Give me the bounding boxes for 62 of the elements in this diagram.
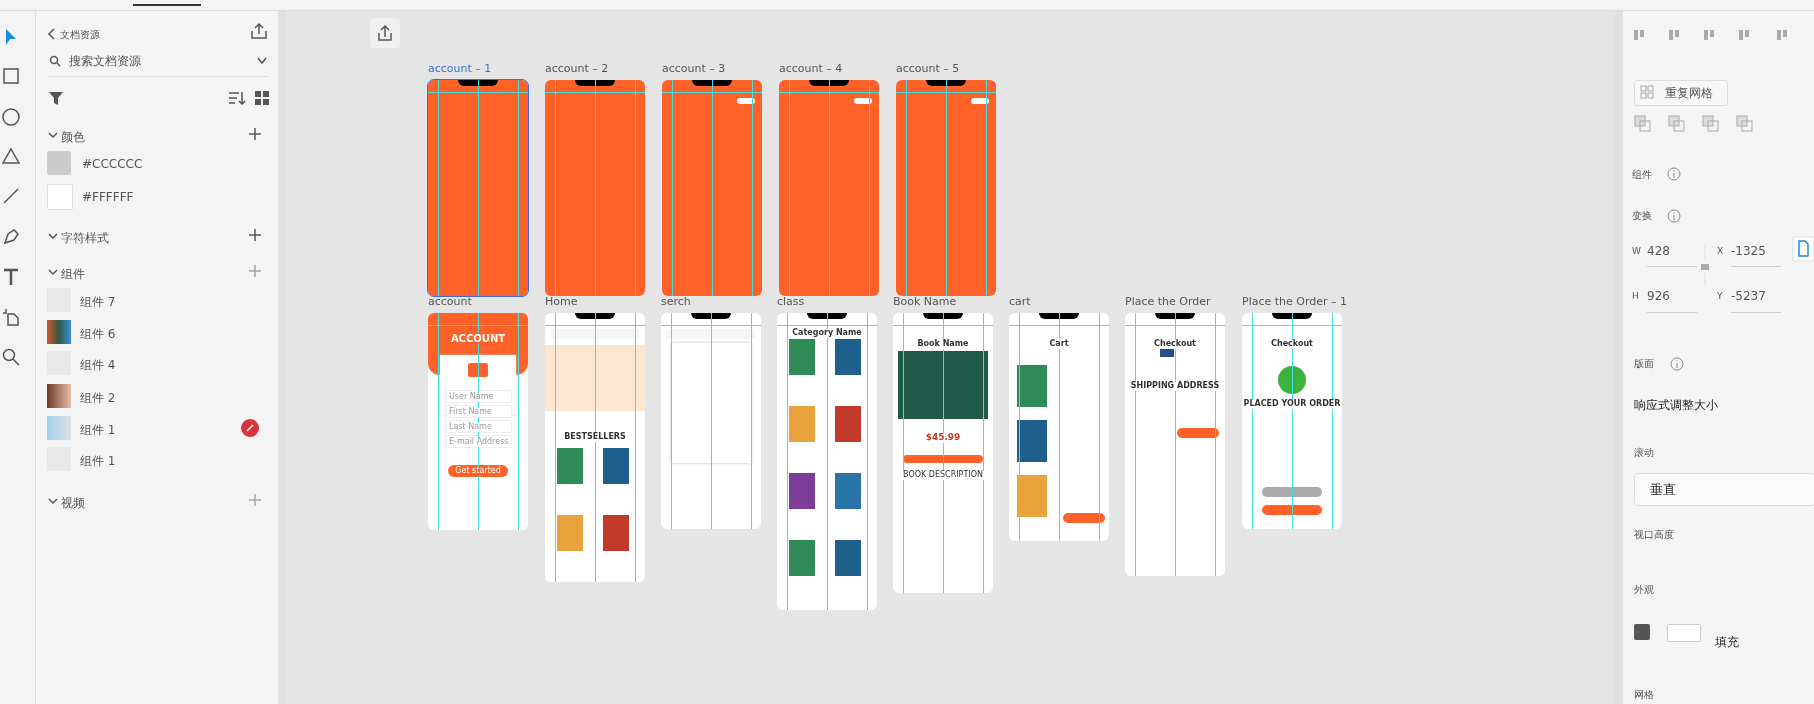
artboard-title: account – 5	[896, 62, 960, 75]
artboard-title: cart	[1009, 295, 1031, 308]
panel-text: 重复网格	[1665, 85, 1713, 102]
artboard-title: serch	[661, 295, 691, 308]
artboard-title: account – 3	[662, 62, 726, 75]
screen-text: BOOK DESCRIPTION	[902, 471, 984, 480]
panel-text: 字符样式	[61, 230, 109, 247]
artboard-title: Home	[545, 295, 578, 308]
screen-text: User Name	[448, 393, 495, 402]
panel-text: Y	[1717, 291, 1723, 301]
panel-text: 版面	[1634, 357, 1654, 371]
panel-text: 垂直	[1650, 481, 1676, 499]
panel-text: 网格	[1634, 688, 1654, 702]
screen-text: SHIPPING ADDRESS	[1129, 382, 1221, 391]
artboard-title: Place the Order	[1125, 295, 1211, 308]
screen-text: Cart	[1048, 340, 1070, 349]
panel-text: 颜色	[61, 129, 85, 146]
panel-text: 组件 2	[80, 390, 116, 407]
panel-text: 文档资源	[60, 28, 100, 42]
panel-text: -5237	[1731, 289, 1766, 303]
panel-text: 组件 7	[80, 294, 116, 311]
screen-text: Book Name	[916, 340, 970, 349]
panel-text: 响应式调整大小	[1634, 397, 1718, 414]
screen-text: E-mail Address	[448, 438, 510, 447]
screen-text: $45.99	[924, 433, 962, 443]
panel-text: 视口高度	[1634, 528, 1674, 542]
artboard-title: Place the Order – 1	[1242, 295, 1348, 308]
artboard-title: account – 4	[779, 62, 843, 75]
screen-text: Last Name	[448, 423, 493, 432]
artboard-title: account – 2	[545, 62, 609, 75]
artboard-title: account	[428, 295, 472, 308]
panel-text: 926	[1647, 289, 1670, 303]
panel-text: 搜索文档资源	[69, 53, 141, 70]
artboard-title: Book Name	[893, 295, 957, 308]
screen-text: Category Name	[791, 329, 863, 338]
panel-text: 外观	[1634, 583, 1654, 597]
panel-text: 组件 6	[80, 326, 116, 343]
screen-text: Get started	[454, 467, 502, 476]
panel-text: #CCCCCC	[82, 157, 143, 171]
screen-text: PLACED YOUR ORDER	[1242, 400, 1342, 409]
panel-text: 组件 1	[80, 453, 116, 470]
panel-text: 视频	[61, 495, 85, 512]
panel-text: H	[1632, 291, 1639, 301]
panel-text: 滚动	[1634, 446, 1654, 460]
screen-text: Checkout	[1270, 340, 1314, 349]
panel-text: 组件 1	[80, 422, 116, 439]
artboard-title: account – 1	[428, 62, 492, 75]
screen-text: First Name	[448, 408, 493, 417]
panel-text: 组件	[61, 266, 85, 283]
panel-text: X	[1717, 246, 1724, 256]
panel-text: 组件 4	[80, 357, 116, 374]
screen-text: Checkout	[1153, 340, 1197, 349]
screen-text: BESTSELLERS	[563, 433, 627, 442]
screen-text: ACCOUNT	[449, 333, 507, 344]
panel-text: 组件	[1632, 168, 1652, 182]
panel-text: 428	[1647, 244, 1670, 258]
panel-text: 变换	[1632, 209, 1652, 223]
panel-text: #FFFFFF	[82, 190, 134, 204]
panel-text: 填充	[1715, 634, 1739, 651]
panel-text: W	[1632, 246, 1641, 256]
panel-text: -1325	[1731, 244, 1766, 258]
artboard-title: class	[777, 295, 805, 308]
